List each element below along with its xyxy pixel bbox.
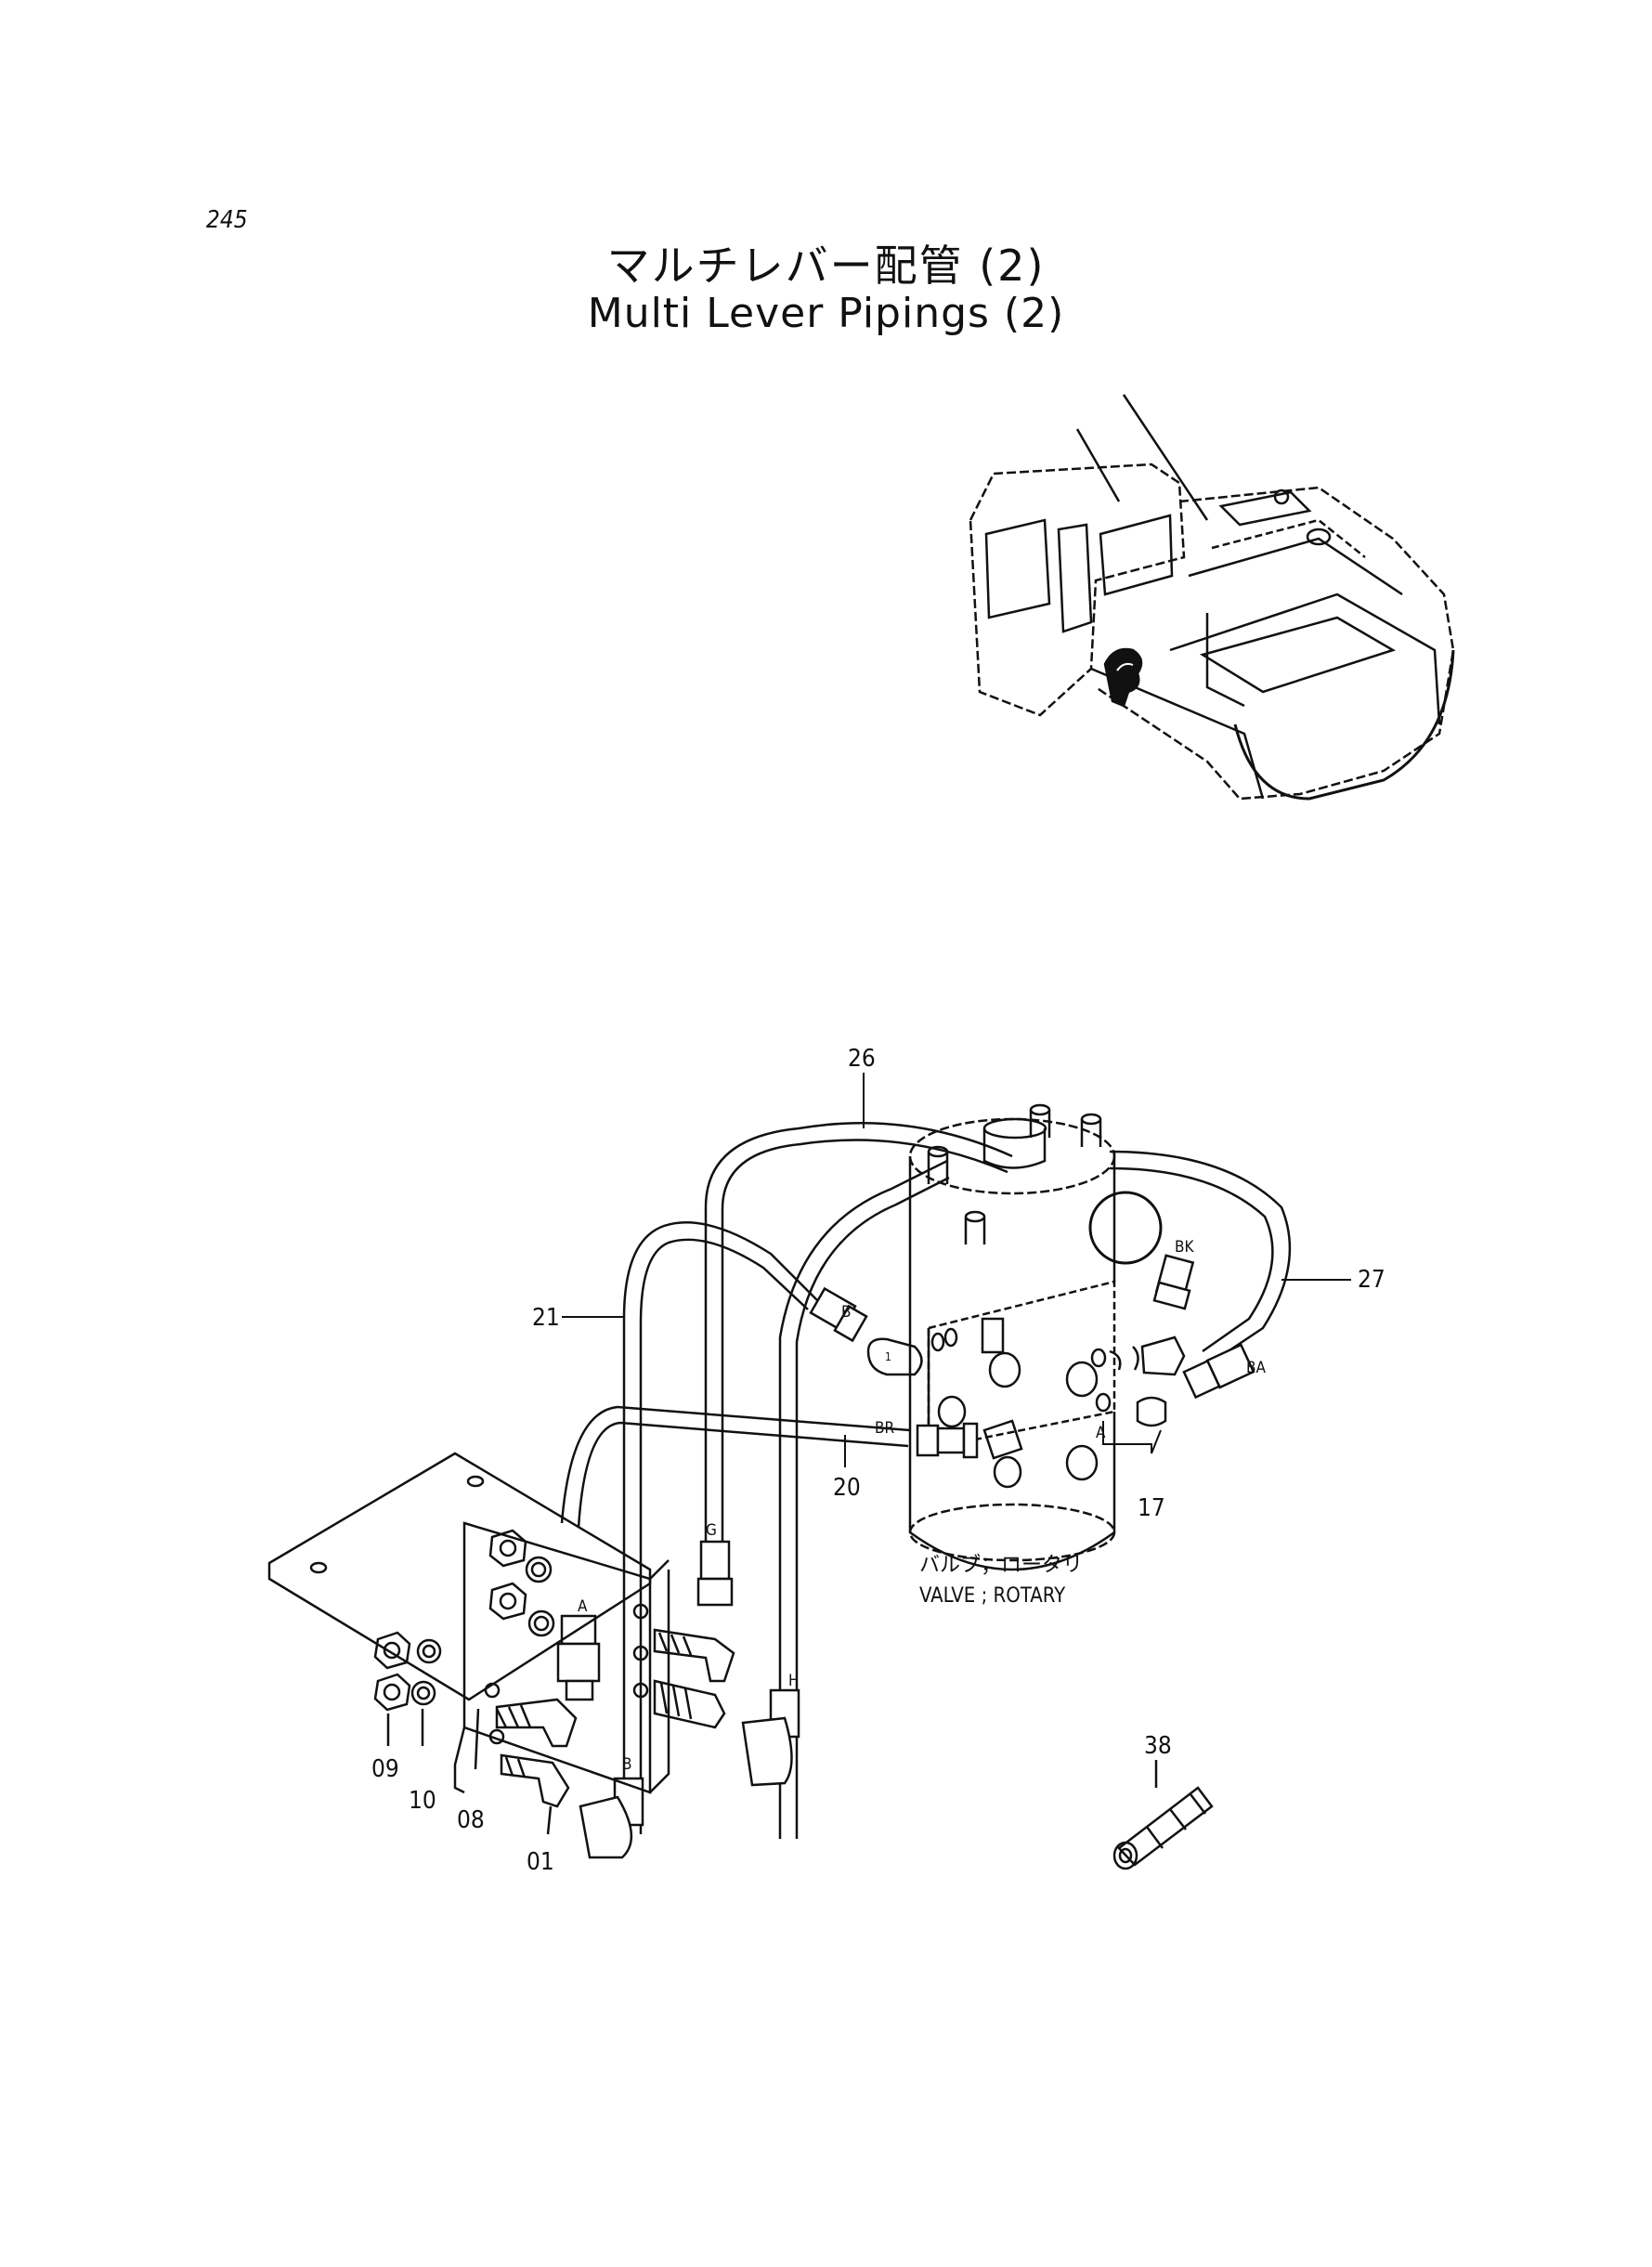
mounting-plate bbox=[267, 1452, 735, 1835]
part-number-01: 01 bbox=[527, 1848, 554, 1876]
port-label-a-right: A bbox=[1096, 1424, 1106, 1442]
part-number-09: 09 bbox=[371, 1755, 399, 1783]
component-label-english: VALVE ; ROTARY bbox=[919, 1584, 1066, 1608]
page-number: 245 bbox=[206, 206, 248, 234]
hose-fittings bbox=[556, 1254, 1255, 1859]
part-number-08: 08 bbox=[457, 1806, 485, 1834]
port-label-h: H bbox=[788, 1672, 800, 1690]
part-number-26: 26 bbox=[848, 1045, 876, 1073]
part-number-20: 20 bbox=[833, 1474, 861, 1502]
component-label-japanese: バルブ；ロータリ bbox=[919, 1554, 1083, 1577]
part-number-27: 27 bbox=[1358, 1266, 1385, 1294]
hoses bbox=[560, 1122, 1292, 1839]
port-label-bk: BK bbox=[1175, 1238, 1194, 1257]
title-japanese: マルチレバー配管 (2) bbox=[606, 241, 1046, 291]
port-label-g: G bbox=[706, 1521, 717, 1540]
part-number-10: 10 bbox=[409, 1787, 436, 1815]
part-number-38: 38 bbox=[1144, 1732, 1172, 1760]
title-english: Multi Lever Pipings (2) bbox=[587, 290, 1065, 337]
port-label-b-lower: B bbox=[622, 1755, 632, 1774]
port-label-a-left: A bbox=[578, 1597, 588, 1616]
port-label-br: BR bbox=[875, 1419, 894, 1438]
port-label-1: 1 bbox=[885, 1350, 891, 1363]
part-number-21: 21 bbox=[532, 1304, 560, 1332]
excavator-overview bbox=[969, 394, 1455, 801]
port-label-b-upper: B bbox=[841, 1303, 852, 1322]
port-label-ba: BA bbox=[1246, 1359, 1266, 1377]
leader-lines bbox=[562, 1073, 1351, 1467]
rotary-valve bbox=[866, 1103, 1186, 1571]
part-38-connector bbox=[1112, 1760, 1214, 1870]
part-number-17: 17 bbox=[1138, 1494, 1165, 1522]
